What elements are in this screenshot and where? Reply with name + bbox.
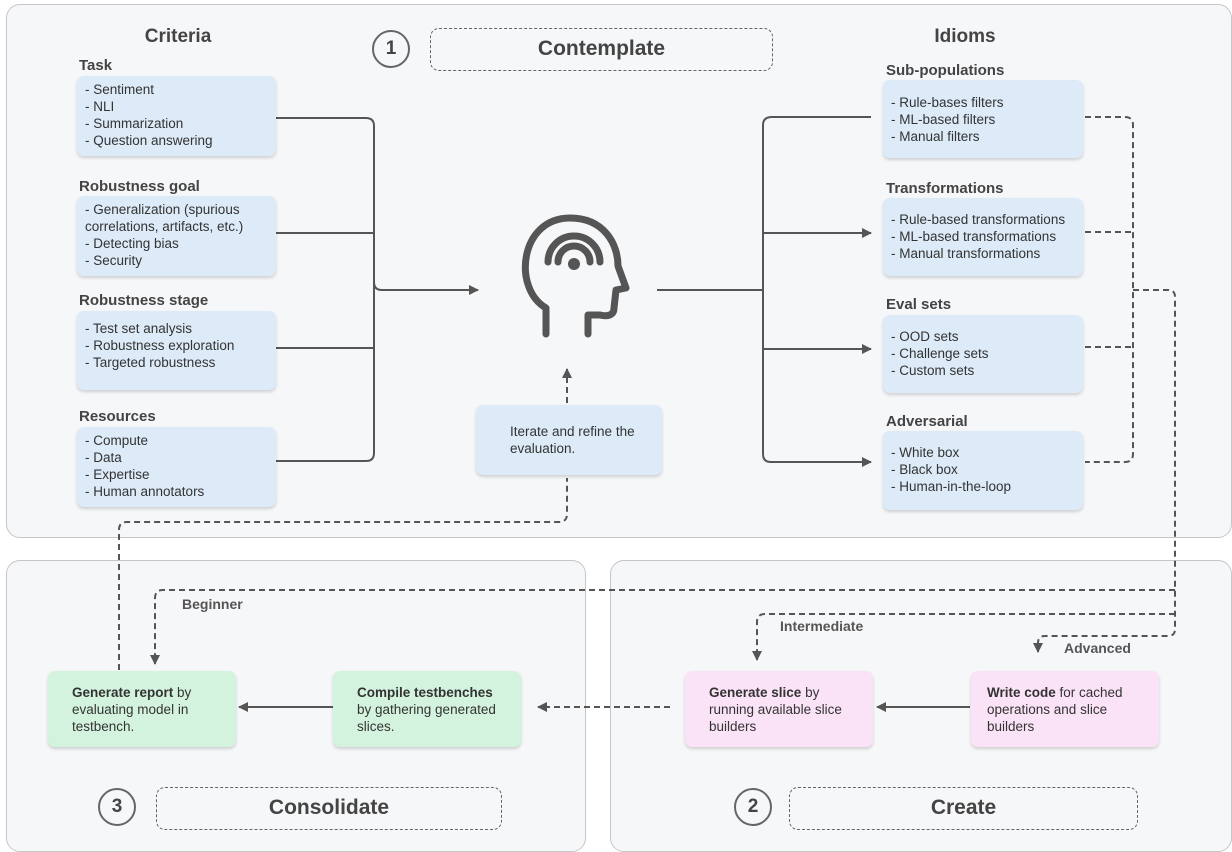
- list-item: - Challenge sets: [891, 346, 989, 361]
- level-advanced-label: Advanced: [1064, 640, 1131, 656]
- level-beginner-label: Beginner: [182, 596, 243, 612]
- list-item: - Sentiment: [85, 82, 155, 97]
- level-intermediate-label: Intermediate: [780, 618, 864, 634]
- list-item: - ML-based filters: [891, 112, 996, 127]
- list-item: - Security: [85, 253, 143, 268]
- criteria-connector: [276, 117, 375, 462]
- list-item: - Expertise: [85, 467, 150, 482]
- list-item: - Targeted robustness: [85, 355, 216, 370]
- iterate-refine-text: Iterate and refine the evaluation.: [510, 424, 635, 456]
- list-item: - Robustness exploration: [85, 338, 235, 353]
- iterate-refine-box: Iterate and refine the evaluation.: [476, 405, 662, 475]
- list-item: - Human-in-the-loop: [891, 479, 1012, 494]
- list-item: - Question answering: [85, 133, 213, 148]
- generate-slice-text: by running available slice builders: [709, 685, 842, 734]
- list-item: - Black box: [891, 462, 958, 477]
- list-item: - NLI: [85, 99, 115, 114]
- stage-2-title: Create: [789, 787, 1138, 830]
- generate-report-text: by evaluating model in testbench.: [72, 685, 192, 734]
- idioms-eval-sets-box: - OOD sets - Challenge sets - Custom set…: [883, 315, 1083, 393]
- idioms-sub-populations-header: Sub-populations: [886, 62, 1005, 79]
- criteria-resources-box: - Compute - Data - Expertise - Human ann…: [77, 427, 276, 507]
- list-item: - Rule-bases filters: [891, 95, 1004, 110]
- list-item: - Test set analysis: [85, 321, 193, 336]
- criteria-robustness-stage-header: Robustness stage: [79, 292, 209, 309]
- list-item: - Detecting bias: [85, 236, 179, 251]
- list-item: - Manual filters: [891, 129, 980, 144]
- list-item: - Data: [85, 450, 122, 465]
- list-item: - Manual transformations: [891, 246, 1041, 261]
- idioms-adversarial-box: - White box - Black box - Human-in-the-l…: [883, 431, 1083, 510]
- stage-1-number: 1: [372, 30, 410, 68]
- criteria-task-header: Task: [79, 57, 113, 74]
- criteria-robustness-goal-box: - Generalization (spurious correlations,…: [77, 196, 276, 276]
- list-item: - Custom sets: [891, 363, 975, 378]
- idioms-transformations-header: Transformations: [886, 180, 1004, 197]
- stage-2-number: 2: [734, 788, 772, 826]
- criteria-robustness-stage-box: - Test set analysis - Robustness explora…: [77, 311, 276, 390]
- list-item: - Rule-based transformations: [891, 212, 1066, 227]
- list-item: - OOD sets: [891, 329, 959, 344]
- generate-slice-bold: Generate slice: [709, 685, 802, 700]
- generate-report-bold: Generate report: [72, 685, 174, 700]
- write-code-bold: Write code: [987, 685, 1056, 700]
- list-item: - Human annotators: [85, 484, 205, 499]
- criteria-resources-header: Resources: [79, 408, 156, 425]
- stage-3-title: Consolidate: [156, 787, 502, 830]
- list-item: - ML-based transformations: [891, 229, 1057, 244]
- list-item: correlations, artifacts, etc.): [85, 219, 244, 234]
- criteria-title: Criteria: [144, 26, 212, 47]
- list-item: - Generalization (spurious: [85, 202, 240, 217]
- criteria-robustness-goal-header: Robustness goal: [79, 178, 200, 195]
- list-item: - Compute: [85, 433, 149, 448]
- write-code-box: Write code for cached operations and sli…: [971, 671, 1159, 747]
- head-icon: [521, 214, 630, 338]
- list-item: - Summarization: [85, 116, 184, 131]
- generate-report-box: Generate report by evaluating model in t…: [48, 671, 236, 747]
- compile-testbenches-text: by gathering generated slices.: [357, 702, 496, 734]
- criteria-task-box: - Sentiment - NLI - Summarization - Ques…: [77, 76, 276, 156]
- idioms-eval-sets-header: Eval sets: [886, 296, 952, 313]
- generate-slice-box: Generate slice by running available slic…: [685, 671, 873, 747]
- idioms-adversarial-header: Adversarial: [886, 413, 968, 430]
- write-code-text: for cached operations and slice builders: [987, 685, 1123, 734]
- idioms-title: Idioms: [934, 26, 996, 47]
- list-item: - White box: [891, 445, 960, 460]
- compile-testbenches-box: Compile testbenches by gathering generat…: [333, 671, 521, 747]
- idioms-transformations-box: - Rule-based transformations - ML-based …: [883, 198, 1083, 276]
- idioms-sub-populations-box: - Rule-bases filters - ML-based filters …: [883, 80, 1083, 158]
- compile-testbenches-bold: Compile testbenches: [357, 685, 493, 700]
- stage-1-title: Contemplate: [430, 28, 773, 71]
- stage-3-number: 3: [98, 788, 136, 826]
